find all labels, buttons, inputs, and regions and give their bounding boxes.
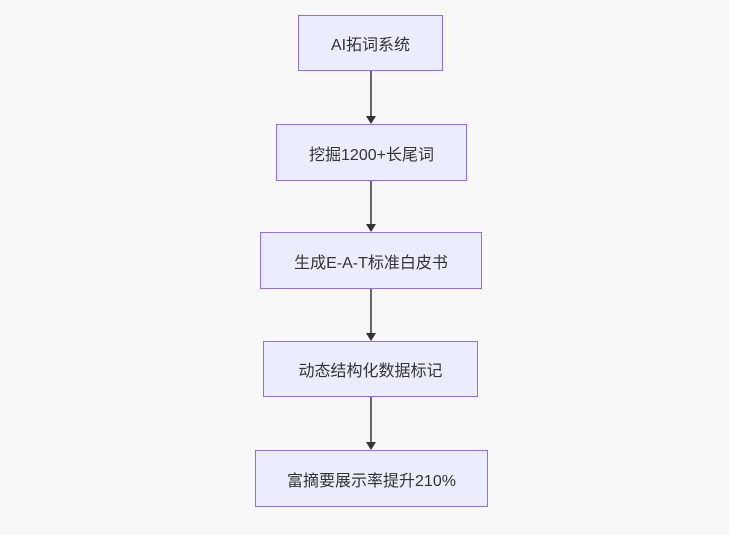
flow-node-label: 挖掘1200+长尾词: [309, 146, 434, 164]
arrow-down-icon: [365, 116, 376, 124]
edge-line: [369, 71, 372, 116]
flow-node-rich-snippet-result: 富摘要展示率提升210%: [255, 450, 488, 507]
edge-line: [369, 397, 372, 442]
flow-node-label: AI拓词系统: [330, 37, 411, 54]
arrow-down-icon: [365, 442, 376, 450]
flow-node-label: 生成E-A-T标准白皮书: [294, 254, 448, 272]
flow-node-eat-whitepaper: 生成E-A-T标准白皮书: [260, 232, 482, 289]
flow-edge-4: [365, 397, 376, 450]
flow-node-label: 动态结构化数据标记: [298, 363, 443, 380]
arrow-down-icon: [365, 224, 376, 232]
flow-edge-1: [365, 71, 376, 124]
flow-node-ai-keyword-system: AI拓词系统: [298, 15, 443, 71]
flow-node-longtail-mining: 挖掘1200+长尾词: [276, 124, 467, 181]
flow-node-structured-data-markup: 动态结构化数据标记: [263, 341, 478, 397]
edge-line: [369, 181, 372, 224]
edge-line: [369, 289, 372, 333]
flow-edge-2: [365, 181, 376, 232]
flow-node-label: 富摘要展示率提升210%: [287, 472, 456, 490]
flow-edge-3: [365, 289, 376, 341]
arrow-down-icon: [365, 333, 376, 341]
